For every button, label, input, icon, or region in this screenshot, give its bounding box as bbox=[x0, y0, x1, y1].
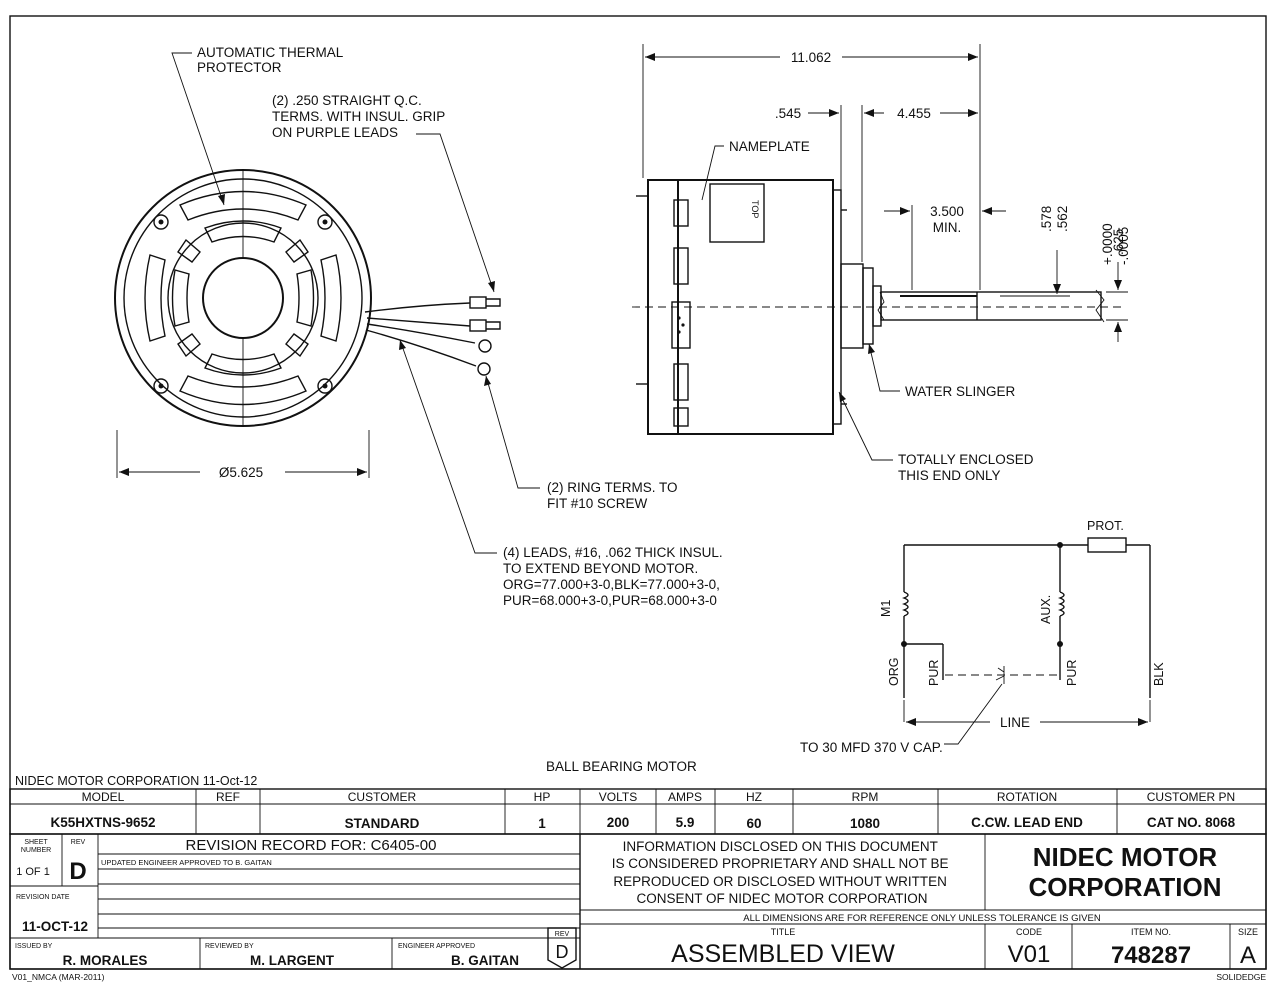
svg-text:HZ: HZ bbox=[746, 790, 762, 804]
svg-text:RPM: RPM bbox=[852, 790, 879, 804]
svg-text:60: 60 bbox=[746, 816, 761, 831]
svg-text:(2) .250 STRAIGHT Q.C.TERMS. W: (2) .250 STRAIGHT Q.C.TERMS. WITH INSUL.… bbox=[272, 93, 445, 140]
item-number: 748287 bbox=[1111, 942, 1191, 969]
svg-text:ALL DIMENSIONS ARE FOR REFEREN: ALL DIMENSIONS ARE FOR REFERENCE ONLY UN… bbox=[743, 913, 1101, 924]
svg-text:REF: REF bbox=[216, 790, 240, 804]
wiring-schematic: PROT. M1 ORG PUR AUX. PUR BLK LINE bbox=[800, 519, 1166, 755]
svg-text:M1: M1 bbox=[879, 600, 893, 617]
svg-text:+.0000-.0005: +.0000-.0005 bbox=[1100, 223, 1131, 265]
svg-text:C.CW. LEAD END: C.CW. LEAD END bbox=[971, 815, 1083, 830]
form-number: V01_NMCA (MAR-2011) bbox=[12, 972, 105, 982]
svg-text:A: A bbox=[1240, 942, 1256, 969]
svg-text:REVIEWED BY: REVIEWED BY bbox=[205, 943, 254, 950]
svg-text:VOLTS: VOLTS bbox=[599, 790, 637, 804]
svg-text:BLK: BLK bbox=[1152, 662, 1166, 686]
dim-overall: 11.062 bbox=[791, 50, 831, 65]
revision-date: 11-OCT-12 bbox=[22, 919, 88, 934]
svg-text:1: 1 bbox=[538, 816, 546, 831]
dim-545: .545 bbox=[775, 106, 801, 121]
svg-text:CUSTOMER: CUSTOMER bbox=[348, 790, 417, 804]
svg-text:ITEM NO.: ITEM NO. bbox=[1131, 927, 1171, 937]
svg-text:ISSUED BY: ISSUED BY bbox=[15, 943, 53, 950]
svg-text:AMPS: AMPS bbox=[668, 790, 702, 804]
nameplate bbox=[709, 183, 765, 243]
svg-text:1 OF 1: 1 OF 1 bbox=[16, 866, 50, 878]
svg-text:D: D bbox=[556, 942, 569, 962]
protector-symbol bbox=[1087, 537, 1127, 553]
dim-shaft: .625 bbox=[1111, 229, 1126, 255]
svg-text:SIZE: SIZE bbox=[1238, 927, 1258, 937]
svg-text:ORG: ORG bbox=[887, 658, 901, 686]
dim-4455: 4.455 bbox=[897, 106, 931, 121]
svg-text:LINE: LINE bbox=[1000, 715, 1030, 730]
water-slinger-callout: WATER SLINGER bbox=[868, 343, 1016, 399]
svg-text:AUX.: AUX. bbox=[1039, 595, 1053, 624]
svg-text:REVISION RECORD FOR: C6405-00: REVISION RECORD FOR: C6405-00 bbox=[186, 837, 437, 854]
svg-text:CAT NO. 8068: CAT NO. 8068 bbox=[1147, 815, 1236, 830]
svg-text:TO 30 MFD 370 V CAP.: TO 30 MFD 370 V CAP. bbox=[800, 740, 943, 755]
company-date: NIDEC MOTOR CORPORATION 11-Oct-12 bbox=[15, 774, 257, 788]
nameplate-callout: NAMEPLATE bbox=[701, 139, 810, 201]
dim-578: .578 bbox=[1039, 206, 1054, 232]
leads-callout: (4) LEADS, #16, .062 THICK INSUL. TO EXT… bbox=[399, 339, 726, 608]
svg-text:V01: V01 bbox=[1008, 941, 1051, 968]
svg-text:NAMEPLATE: NAMEPLATE bbox=[729, 139, 810, 154]
svg-text:MODEL: MODEL bbox=[82, 790, 125, 804]
svg-text:M. LARGENT: M. LARGENT bbox=[250, 953, 335, 968]
svg-text:(4) LEADS, #16, .062 THICK INS: (4) LEADS, #16, .062 THICK INSUL. TO EXT… bbox=[503, 545, 726, 608]
rev-value: D bbox=[69, 858, 86, 885]
svg-text:ENGINEER APPROVED: ENGINEER APPROVED bbox=[398, 943, 475, 950]
motor-side-view: TOP bbox=[632, 179, 1126, 435]
svg-text:REV: REV bbox=[555, 931, 570, 938]
svg-text:1080: 1080 bbox=[850, 816, 880, 831]
svg-text:R. MORALES: R. MORALES bbox=[63, 953, 148, 968]
dim-562: .562 bbox=[1055, 206, 1070, 232]
svg-text:CUSTOMER PN: CUSTOMER PN bbox=[1147, 790, 1235, 804]
svg-text:CODE: CODE bbox=[1016, 927, 1042, 937]
qc-terms-callout: (2) .250 STRAIGHT Q.C.TERMS. WITH INSUL.… bbox=[272, 93, 495, 293]
svg-text:200: 200 bbox=[607, 815, 630, 830]
svg-text:REVISION DATE: REVISION DATE bbox=[16, 894, 70, 901]
svg-text:5.9: 5.9 bbox=[676, 815, 695, 830]
ball-bearing-label: BALL BEARING MOTOR bbox=[546, 759, 697, 774]
svg-text:PROT.: PROT. bbox=[1087, 519, 1124, 533]
title-block: MODEL REF CUSTOMER HP VOLTS AMPS HZ RPM … bbox=[9, 788, 1267, 970]
svg-text:REV: REV bbox=[71, 839, 86, 846]
svg-text:INFORMATION DISCLOSED ON THIS: INFORMATION DISCLOSED ON THIS DOCUMENT I… bbox=[612, 839, 953, 906]
svg-text:PUR: PUR bbox=[1065, 660, 1079, 686]
svg-text:TITLE: TITLE bbox=[771, 927, 796, 937]
diameter-dimension: Ø5.625 bbox=[116, 430, 370, 480]
software-label: SOLIDEDGE bbox=[1216, 972, 1266, 982]
diameter-label: Ø5.625 bbox=[219, 465, 263, 480]
svg-text:HP: HP bbox=[534, 790, 551, 804]
svg-text:UPDATED ENGINEER APPROVED TO B: UPDATED ENGINEER APPROVED TO B. GAITAN bbox=[101, 858, 272, 867]
svg-text:STANDARD: STANDARD bbox=[345, 816, 420, 831]
svg-text:PUR: PUR bbox=[927, 660, 941, 686]
top-label: TOP bbox=[750, 200, 760, 218]
model-value: K55HXTNS-9652 bbox=[50, 815, 155, 830]
svg-text:WATER SLINGER: WATER SLINGER bbox=[905, 384, 1016, 399]
motor-end-view bbox=[114, 169, 501, 427]
svg-text:ROTATION: ROTATION bbox=[997, 790, 1057, 804]
drawing-title: ASSEMBLED VIEW bbox=[671, 940, 895, 968]
svg-text:B. GAITAN: B. GAITAN bbox=[451, 953, 519, 968]
